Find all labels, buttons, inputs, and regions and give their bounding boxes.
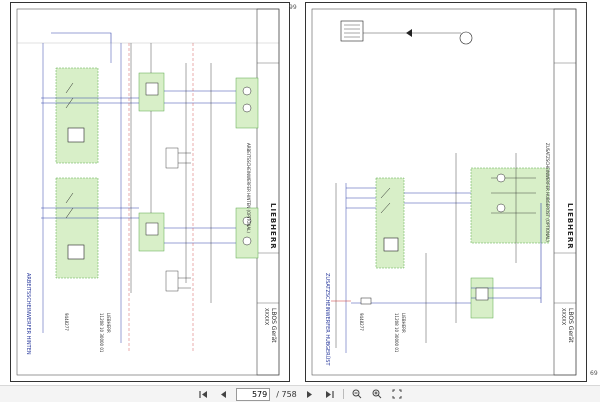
zoom-out-button[interactable] xyxy=(350,388,364,401)
zoom-in-button[interactable] xyxy=(370,388,384,401)
document-page-left: ARBEITSSCHEINWERFER HINTEN ARBEITSSCHEIN… xyxy=(10,2,290,382)
document-page-right: ZUSATZSCHEINWERFER HUBGERÜST ZUSATZSCHEI… xyxy=(305,2,587,382)
pdf-navigation-toolbar: / 758 xyxy=(0,385,600,402)
right-footer-device: LBOS Gerät xyxy=(567,308,574,343)
first-page-button[interactable] xyxy=(196,388,210,401)
schematic-left xyxy=(16,8,280,376)
left-footer-id: 9448277 xyxy=(64,313,69,331)
toolbar-separator xyxy=(342,389,344,399)
zoom-out-icon xyxy=(352,389,362,399)
previous-page-button[interactable] xyxy=(216,388,230,401)
left-block-label: ARBEITSSCHEINWERFER HINTEN (OPTIONAL) xyxy=(246,143,251,233)
fullscreen-icon xyxy=(392,389,402,399)
last-page-button[interactable] xyxy=(323,388,337,401)
schematic-right xyxy=(311,8,577,376)
left-vertical-title: ARBEITSSCHEINWERFER HINTEN xyxy=(25,273,31,355)
previous-page-icon xyxy=(220,390,226,398)
last-page-icon xyxy=(326,390,334,398)
left-footer-code: XXXXX xyxy=(263,308,269,326)
right-footer-id: 9448277 xyxy=(359,313,364,331)
right-block-label: ZUSATZSCHEINWERFER HUBGERÜST (OPTIONAL) xyxy=(545,143,550,242)
right-side-number: 69 xyxy=(590,370,598,377)
next-page-icon xyxy=(307,390,313,398)
left-side-number: 99 xyxy=(289,4,297,11)
right-vertical-title: ZUSATZSCHEINWERFER HUBGERÜST xyxy=(324,273,330,366)
right-brand-logo: LIEBHERR xyxy=(566,203,574,250)
right-footer-doc-b: 11208 10 30000 01 xyxy=(394,313,399,353)
left-footer-doc-a: LIEBHERR xyxy=(106,313,111,333)
left-footer-doc-b: 11208 10 30000 01 xyxy=(99,313,104,353)
right-footer-doc-a: LIEBHERR xyxy=(401,313,406,333)
page-number-input[interactable] xyxy=(236,387,271,401)
page-total-label: / 758 xyxy=(276,389,297,399)
fullscreen-button[interactable] xyxy=(390,388,404,401)
zoom-in-icon xyxy=(372,389,382,399)
left-brand-logo: LIEBHERR xyxy=(269,203,277,250)
first-page-icon xyxy=(199,390,207,398)
next-page-button[interactable] xyxy=(303,388,317,401)
right-footer-code: XXXXX xyxy=(560,308,566,326)
left-footer-device: LBOS Gerät xyxy=(270,308,277,343)
